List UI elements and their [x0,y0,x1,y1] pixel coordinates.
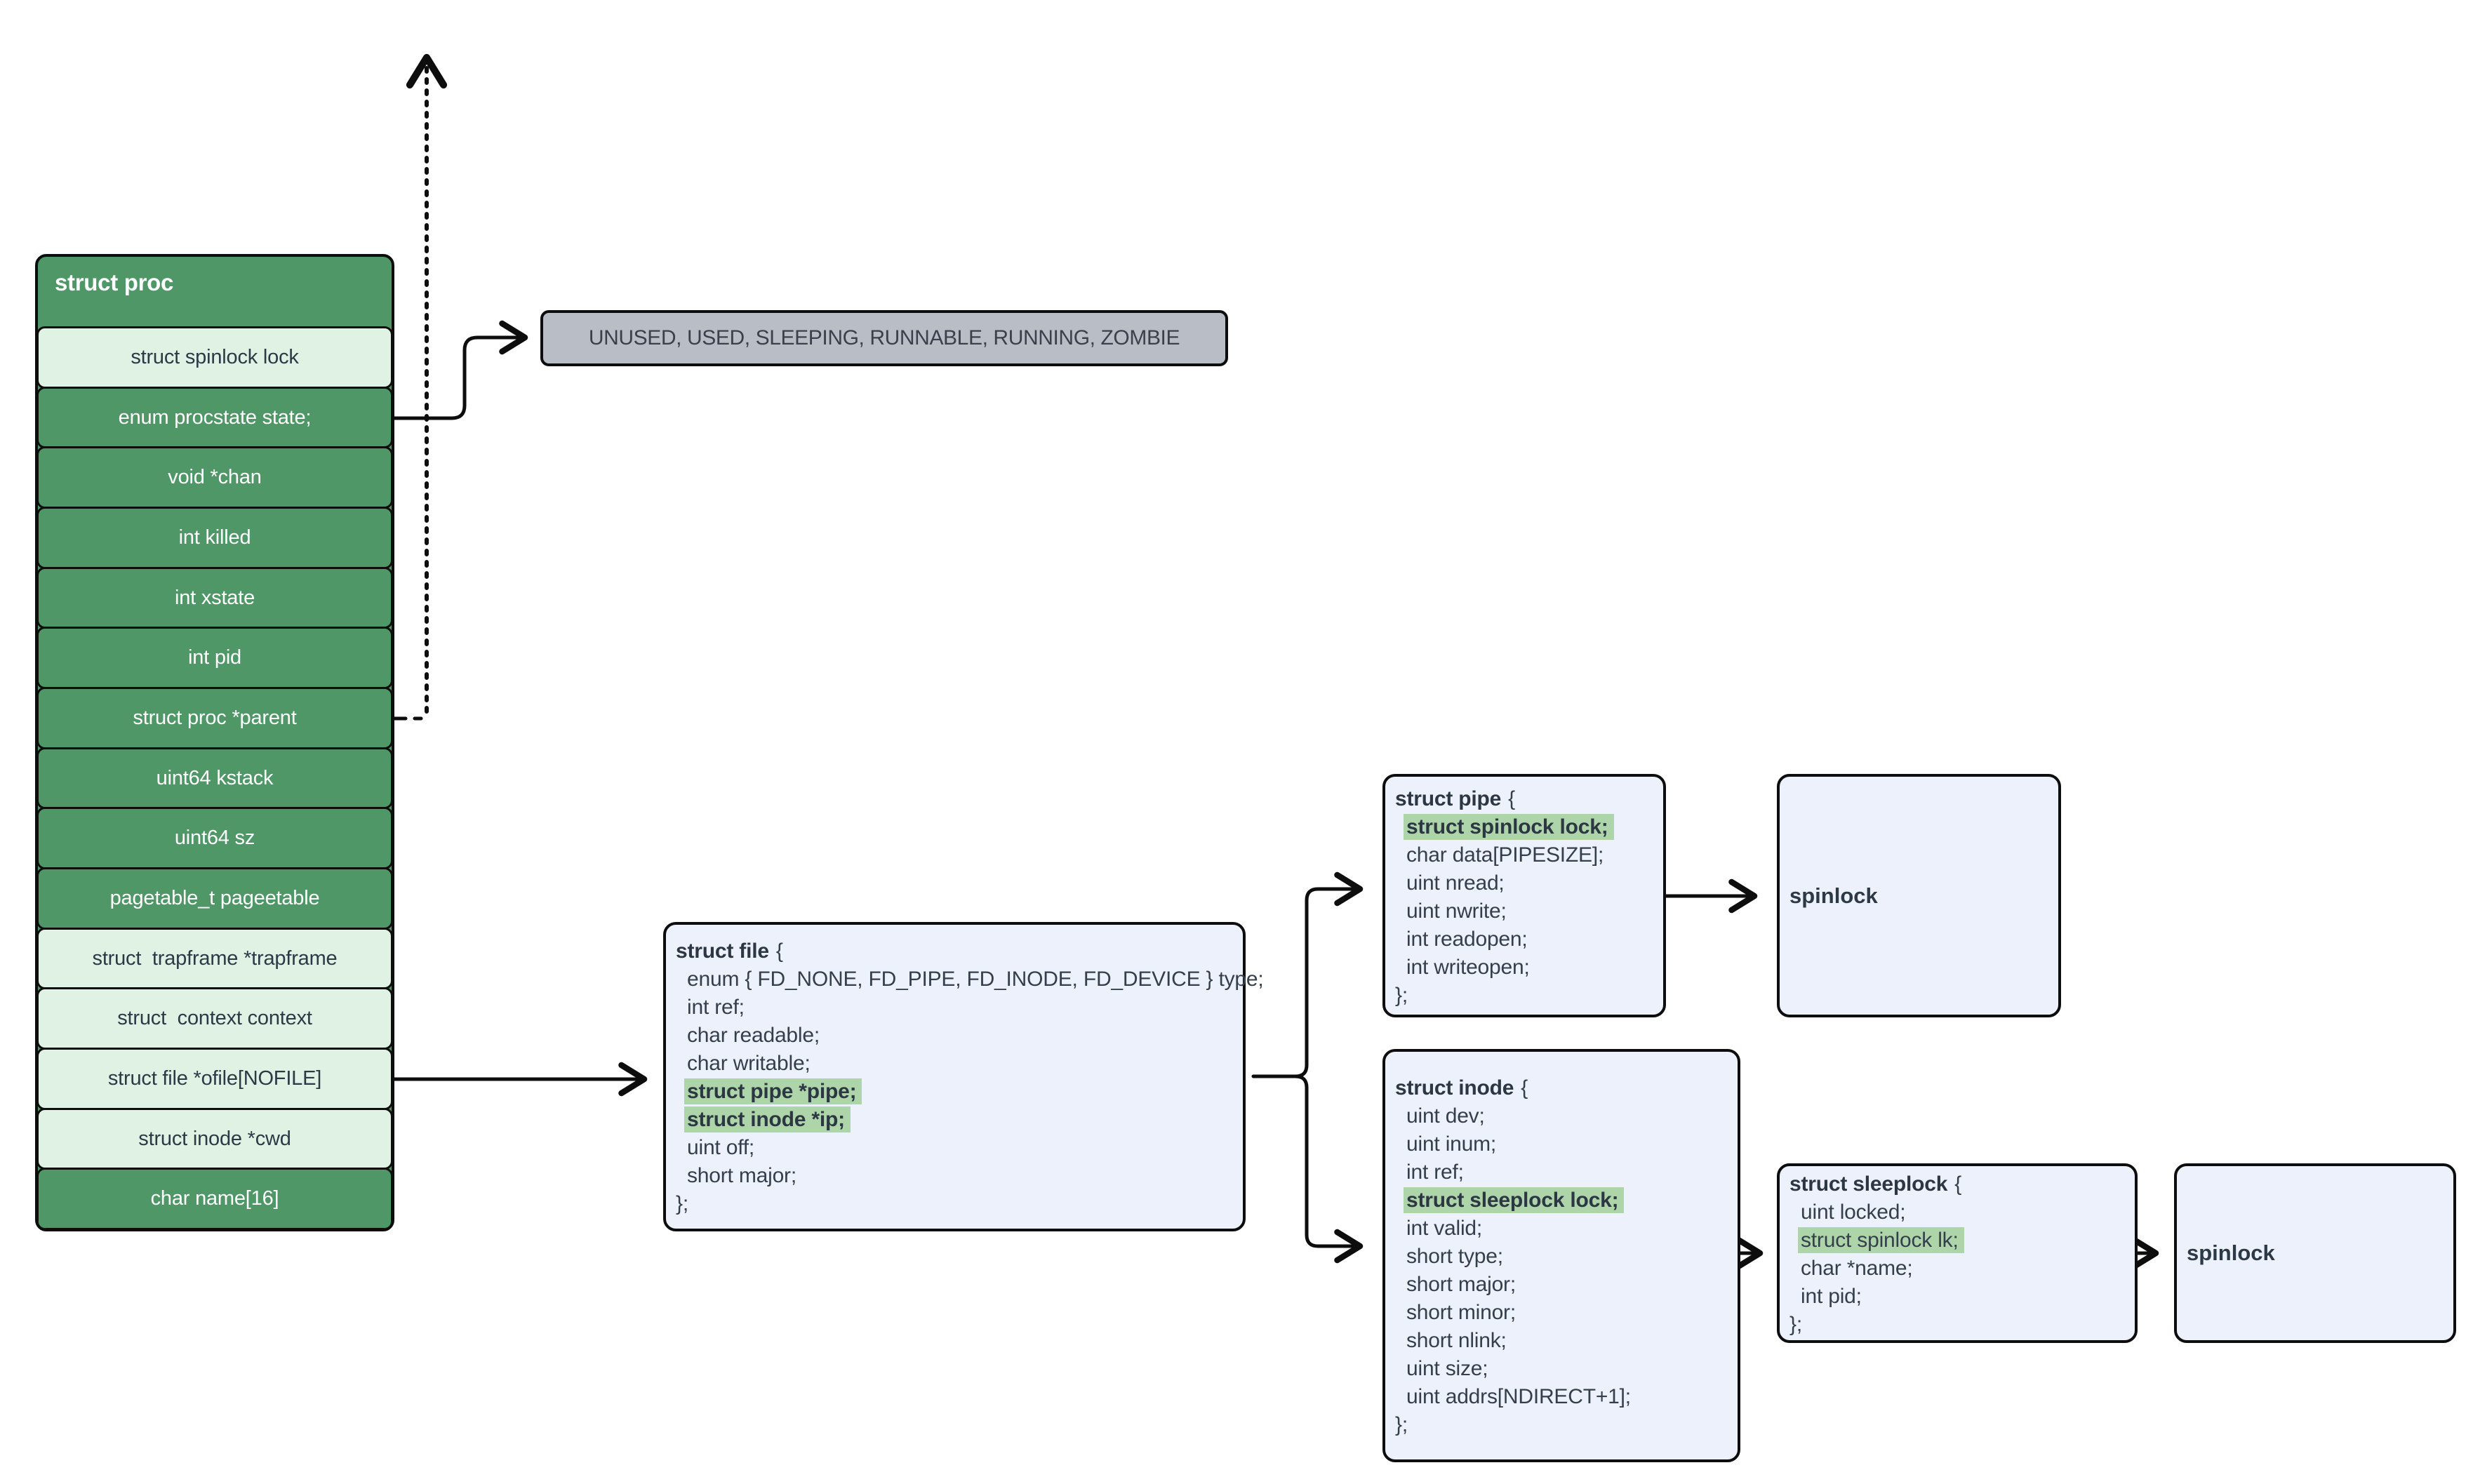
file-line-off: uint off; [687,1136,755,1159]
inode-line-sleeplock: struct sleeplock lock; [1385,1186,1738,1215]
sleeplock-line-lk: struct spinlock lk; [1780,1226,2135,1255]
struct-inode-box: struct inode{ uint dev; uint inum; int r… [1382,1049,1740,1462]
proc-field-pid: int pid [38,627,392,690]
inode-line-nlink: short nlink; [1406,1329,1507,1352]
proc-field-xstate: int xstate [38,566,392,629]
proc-field-killed: int killed [38,507,392,569]
state-to-enum-arrow [392,320,528,420]
sleeplock-line-pid: int pid; [1801,1285,1862,1308]
proc-field-context: struct context context [38,987,392,1050]
proc-field-cwd: struct inode *cwd [38,1107,392,1170]
struct-sleeplock-close: }; [1789,1313,1802,1336]
inode-line-minor: short minor; [1406,1301,1516,1324]
spinlock-label-2: spinlock [2187,1241,2275,1265]
procstate-enum-text: UNUSED, USED, SLEEPING, RUNNABLE, RUNNIN… [588,326,1180,349]
file-line-readable: char readable; [687,1024,820,1047]
proc-field-ofile: struct file *ofile[NOFILE] [38,1048,392,1110]
inode-line-valid: int valid; [1406,1217,1483,1240]
proc-field-chan: void *chan [38,446,392,509]
procstate-enum-box: UNUSED, USED, SLEEPING, RUNNABLE, RUNNIN… [540,310,1228,366]
file-line-type: enum { FD_NONE, FD_PIPE, FD_INODE, FD_DE… [687,968,1264,991]
file-to-pipe-arrow [1293,871,1364,1078]
inode-line-inum: uint inum; [1406,1132,1497,1156]
pipe-line-nread: uint nread; [1406,871,1505,895]
inode-line-type: short type; [1406,1245,1503,1268]
struct-inode-title: struct inode{ [1395,1076,1528,1099]
pipe-line-nwrite: uint nwrite; [1406,900,1507,923]
struct-proc-title: struct proc [55,269,174,295]
struct-proc-box: struct proc struct spinlock lock enum pr… [35,254,394,1231]
spinlock-box-2: spinlock [2174,1163,2456,1343]
proc-field-kstack: uint64 kstack [38,747,392,810]
sleeplock-line-name: char *name; [1801,1257,1913,1280]
pipe-line-readopen: int readopen; [1406,928,1528,951]
struct-inode-close: }; [1395,1413,1408,1436]
file-line-ref: int ref; [687,996,745,1019]
inode-line-ref: int ref; [1406,1161,1464,1184]
sleeplock-line-locked: uint locked; [1801,1201,1906,1224]
struct-file-close: }; [676,1192,688,1215]
spinlock-label-1: spinlock [1789,883,1878,908]
file-line-pipe: struct pipe *pipe; [666,1078,1243,1106]
proc-field-lock: struct spinlock lock [38,326,392,389]
pipe-line-lock: struct spinlock lock; [1385,813,1663,841]
file-line-ip: struct inode *ip; [666,1106,1243,1134]
inode-line-addrs: uint addrs[NDIRECT+1]; [1406,1385,1631,1408]
struct-sleeplock-box: struct sleeplock{ uint locked; struct sp… [1777,1163,2138,1343]
struct-pipe-box: struct pipe{ struct spinlock lock; char … [1382,774,1666,1017]
struct-pipe-title: struct pipe{ [1395,787,1515,810]
file-to-inode-arrow [1293,1074,1364,1264]
pipe-line-writeopen: int writeopen; [1406,956,1530,979]
proc-field-name: char name[16] [38,1168,392,1229]
spinlock-box-1: spinlock [1777,774,2061,1017]
struct-file-title: struct file{ [676,940,783,963]
file-line-writable: char writable; [687,1052,811,1075]
file-line-major: short major; [687,1164,796,1187]
pipe-line-data: char data[PIPESIZE]; [1406,843,1604,867]
struct-sleeplock-title: struct sleeplock{ [1789,1172,1962,1196]
proc-field-sz: uint64 sz [38,807,392,870]
proc-field-trapframe: struct trapframe *trapframe [38,927,392,990]
proc-field-state: enum procstate state; [38,386,392,449]
inode-line-dev: uint dev; [1406,1104,1485,1128]
inode-line-major: short major; [1406,1273,1516,1296]
struct-pipe-close: }; [1395,984,1408,1007]
struct-file-box: struct file{ enum { FD_NONE, FD_PIPE, FD… [663,922,1264,1231]
struct-proc-rows: struct spinlock lock enum procstate stat… [38,326,392,1229]
proc-field-pagetable: pagetable_t pageetable [38,867,392,930]
inode-line-size: uint size; [1406,1357,1488,1380]
proc-field-parent: struct proc *parent [38,687,392,749]
